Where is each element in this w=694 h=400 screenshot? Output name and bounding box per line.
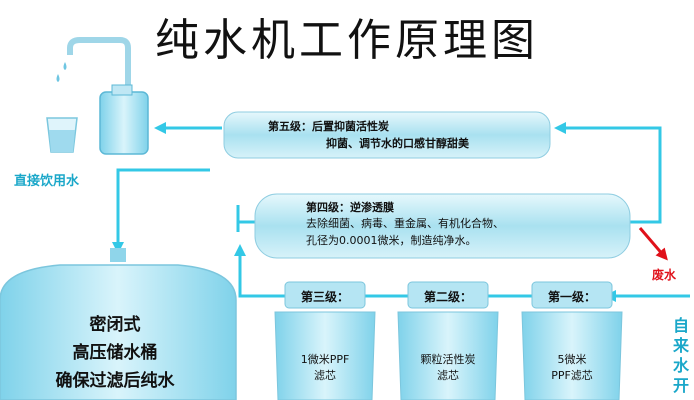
page-title: 纯水机工作原理图 — [155, 15, 539, 66]
waste-arrow — [638, 227, 668, 261]
stage2-filter-line1: 颗粒活性炭 — [420, 353, 476, 366]
stage5-cartridge — [223, 111, 551, 159]
stage3-filter-line2: 滤芯 — [314, 369, 336, 382]
stage5-title: 第五级：后置抑菌活性炭 — [268, 120, 389, 133]
waste-water-label: 废水 — [652, 268, 677, 282]
stage4-description-2: 孔径为0.0001微米，制造纯净水。 — [306, 234, 477, 247]
storage-tank — [0, 248, 237, 400]
dispenser-icon — [99, 84, 149, 155]
stage2-caption: 第二级： — [423, 290, 472, 304]
filter-canister-1 — [521, 281, 623, 400]
glass-icon — [46, 117, 78, 153]
drinking-water-label: 直接饮用水 — [14, 174, 80, 189]
stage4-title: 第四级：逆渗透膜 — [306, 201, 394, 214]
stage4-description-1: 去除细菌、病毒、重金属、有机化合物、 — [306, 217, 504, 230]
tap-water-text: 自来水开 — [672, 316, 689, 395]
stage2-filter-line2: 滤芯 — [437, 369, 459, 382]
stage3-caption: 第三级： — [300, 290, 349, 304]
faucet-icon — [56, 37, 131, 90]
filter-canister-2 — [397, 281, 499, 400]
filter-canister-3 — [274, 281, 376, 400]
stage4-membrane — [254, 193, 631, 259]
tank-label-1: 密闭式 — [89, 315, 141, 335]
tap-water-label: 自来水开 — [672, 316, 690, 396]
tank-label-2: 高压储水桶 — [72, 343, 158, 363]
stage1-caption: 第一级： — [547, 290, 596, 304]
tank-label-3: 确保过滤后纯水 — [55, 371, 175, 391]
stage3-filter-line1: 1微米PPF — [300, 353, 350, 366]
stage5-description: 抑菌、调节水的口感甘醇甜美 — [326, 137, 469, 150]
stage1-filter-line1: 5微米 — [557, 353, 587, 366]
stage1-filter-line2: PPF滤芯 — [551, 369, 593, 382]
pipe-network — [112, 122, 690, 302]
